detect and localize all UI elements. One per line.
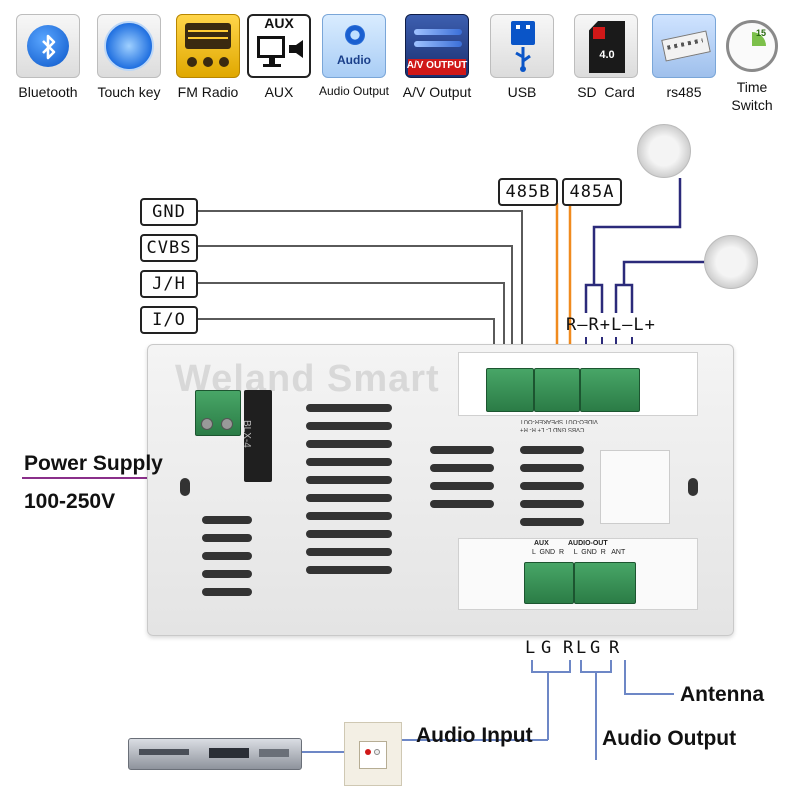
vent-slot <box>202 534 252 542</box>
dvd-player-icon <box>128 738 302 770</box>
feature-av-output: A/V OUTPUT A/V Output <box>401 14 473 100</box>
vent-slot <box>202 516 252 524</box>
vent-slot <box>306 404 392 412</box>
audio-input-wallplate-icon <box>344 722 402 786</box>
audio-tile-text: Audio <box>337 53 371 67</box>
feature-label: Time Switch <box>731 79 773 113</box>
vent-slot <box>202 552 252 560</box>
vent-slot <box>306 494 392 502</box>
touch-key-icon <box>97 14 161 78</box>
feature-label: AUX <box>264 84 294 100</box>
vent-slot <box>202 570 252 578</box>
speaker-left-icon <box>704 235 758 289</box>
vent-slot <box>430 446 494 454</box>
feature-audio-output: Audio Audio Output <box>318 14 390 98</box>
speaker-out-terminal <box>580 368 640 412</box>
antenna-label: Antenna <box>680 683 764 706</box>
power-supply-label: Power Supply <box>24 452 163 475</box>
bottom-pin-label: G <box>590 638 602 658</box>
fm-radio-icon <box>176 14 240 78</box>
top-terminal-caption-2: CVBS GND L- L+ R- R+ <box>520 426 585 432</box>
aux-icon: AUX <box>247 14 311 78</box>
av-tile-text: A/V OUTPUT <box>406 60 468 71</box>
sensor-window <box>600 450 670 524</box>
feature-label: A/V Output <box>402 84 472 100</box>
vent-slot <box>306 476 392 484</box>
cvbs-label: CVBS <box>140 234 198 262</box>
vent-slot <box>306 440 392 448</box>
audio-out-terminal <box>574 562 636 604</box>
speaker-pin-labels: R–R+L–L+ <box>566 315 656 335</box>
feature-label: USB <box>507 84 537 100</box>
bottom-pin-label: L <box>576 638 588 658</box>
av-output-icon: A/V OUTPUT <box>405 14 469 78</box>
vent-slot <box>520 482 584 490</box>
relay-text: BLX-4 <box>241 420 252 448</box>
sd-tile-text: 4.0 <box>599 49 615 61</box>
vent-slot <box>430 482 494 490</box>
bottom-terminal-header: AUX AUDIO-OUT <box>534 540 608 547</box>
feature-label: Bluetooth <box>18 84 78 100</box>
right-mount-hole <box>688 478 698 496</box>
time-tile-text: 15 <box>756 28 767 38</box>
vent-slot <box>306 422 392 430</box>
feature-touch-key: Touch key <box>93 14 165 100</box>
speaker-right-icon <box>637 124 691 178</box>
485b-label: 485B <box>498 178 558 206</box>
vent-slot <box>430 500 494 508</box>
feature-label: Touch key <box>97 84 161 100</box>
power-voltage-label: 100-250V <box>24 490 116 513</box>
gnd-label: GND <box>140 198 198 226</box>
vent-slot <box>520 518 584 526</box>
bottom-pin-label: L <box>525 638 537 658</box>
vent-slot <box>306 548 392 556</box>
usb-icon <box>490 14 554 78</box>
feature-label: SD Card <box>577 84 635 100</box>
audio-output-label: Audio Output <box>602 727 737 750</box>
top-terminal-caption: VIDEO-OUT SPEAKER-OUT <box>520 418 598 424</box>
feature-bluetooth: Bluetooth <box>12 14 84 100</box>
vent-slot <box>306 512 392 520</box>
feature-time-switch: 15 Time Switch <box>716 14 788 114</box>
feature-label: rs485 <box>666 84 702 100</box>
bottom-pin-label: R <box>609 638 621 658</box>
feature-sd-card: 4.0 SD Card <box>570 14 642 100</box>
relay-component <box>244 390 272 482</box>
bottom-terminal-pins-text: L GND R L GND R ANT <box>532 549 626 556</box>
sd-card-icon: 4.0 <box>574 14 638 78</box>
vent-slot <box>306 566 392 574</box>
feature-usb: USB <box>486 14 558 100</box>
feature-rs485: rs485 <box>648 14 720 100</box>
feature-label: Audio Output <box>318 84 390 98</box>
vent-slot <box>520 464 584 472</box>
aux-tile-text: AUX <box>264 15 294 31</box>
feature-fm-radio: FM Radio <box>172 14 244 100</box>
vent-slot <box>430 464 494 472</box>
bluetooth-icon <box>16 14 80 78</box>
feature-aux: AUX AUX <box>243 14 315 100</box>
aux-in-terminal <box>524 562 574 604</box>
vent-slot <box>520 500 584 508</box>
485a-label: 485A <box>562 178 622 206</box>
feature-label: FM Radio <box>177 84 239 100</box>
vent-slot <box>306 530 392 538</box>
rs485-icon <box>652 14 716 78</box>
bottom-pin-label: R <box>563 638 575 658</box>
bottom-pin-label: G <box>541 638 553 658</box>
power-terminal <box>195 390 241 436</box>
vent-slot <box>202 588 252 596</box>
video-out-terminal <box>486 368 534 412</box>
power-mount-hole <box>180 478 190 496</box>
time-switch-icon: 15 <box>720 14 784 78</box>
power-screw-left <box>201 418 213 430</box>
power-screw-right <box>221 418 233 430</box>
vent-slot <box>306 458 392 466</box>
rs485-terminal <box>534 368 580 412</box>
vent-slot <box>520 446 584 454</box>
audio-output-icon: Audio <box>322 14 386 78</box>
audio-input-label: Audio Input <box>416 724 533 747</box>
io-label: I/O <box>140 306 198 334</box>
jh-label: J/H <box>140 270 198 298</box>
